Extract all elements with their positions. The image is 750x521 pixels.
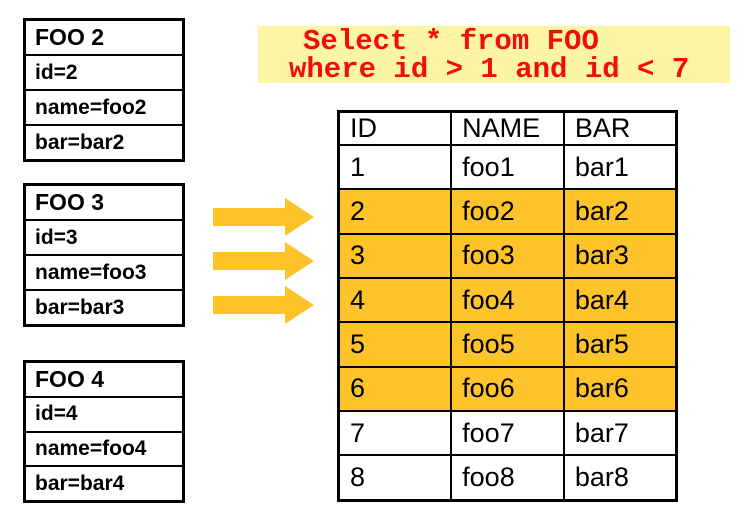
cell-name: foo8 (450, 454, 565, 502)
foo3-card: FOO 3 id=3 name=foo3 bar=bar3 (23, 183, 185, 327)
cell-name: foo5 (450, 321, 565, 368)
table-row: 4 foo4 bar4 (337, 277, 678, 324)
cell-name: foo2 (450, 188, 565, 235)
foo4-card-id: id=4 (26, 395, 182, 431)
sql-query-line-1: Select * from FOO (303, 25, 599, 58)
cell-name: foo3 (450, 232, 565, 280)
foo2-card-bar: bar=bar2 (26, 124, 182, 159)
cell-bar: bar6 (562, 365, 678, 413)
foo2-card-id: id=2 (26, 54, 182, 89)
cell-id: 7 (337, 410, 453, 457)
cell-name: foo6 (450, 365, 565, 413)
table-header-row: ID NAME BAR (337, 110, 678, 146)
cell-id: 2 (337, 188, 453, 235)
foo3-card-bar: bar=bar3 (26, 289, 182, 324)
cell-name: foo4 (450, 277, 565, 324)
table-row: 8 foo8 bar8 (337, 454, 678, 502)
table-row: 7 foo7 bar7 (337, 410, 678, 457)
foo3-card-name: name=foo3 (26, 254, 182, 289)
table-row: 5 foo5 bar5 (337, 321, 678, 368)
right-arrow-icon (213, 286, 314, 324)
cell-id: 8 (337, 454, 453, 502)
cell-name: foo7 (450, 410, 565, 457)
cell-bar: bar8 (562, 454, 678, 502)
table-row: 6 foo6 bar6 (337, 365, 678, 413)
cell-bar: bar2 (562, 188, 678, 235)
foo2-card-name: name=foo2 (26, 89, 182, 124)
sql-query-line-2: where id > 1 and id < 7 (289, 53, 690, 86)
right-arrow-icon (213, 198, 314, 236)
foo3-card-id: id=3 (26, 219, 182, 254)
cell-id: 5 (337, 321, 453, 368)
table-row: 1 foo1 bar1 (337, 143, 678, 191)
cell-bar: bar3 (562, 232, 678, 280)
foo2-card-title: FOO 2 (35, 24, 105, 50)
foo3-card-title: FOO 3 (35, 189, 105, 215)
cell-bar: bar4 (562, 277, 678, 324)
cell-id: 3 (337, 232, 453, 280)
sql-query-box: Select * from FOO where id > 1 and id < … (258, 25, 730, 86)
foo4-card-bar: bar=bar4 (26, 465, 182, 500)
table-row: 3 foo3 bar3 (337, 232, 678, 280)
column-header-id: ID (337, 110, 453, 146)
cell-id: 1 (337, 143, 453, 191)
cell-bar: bar7 (562, 410, 678, 457)
column-header-bar: BAR (562, 110, 678, 146)
result-table: ID NAME BAR 1 foo1 bar1 2 foo2 bar2 3 fo… (337, 110, 678, 502)
cell-bar: bar1 (562, 143, 678, 191)
foo4-card: FOO 4 id=4 name=foo4 bar=bar4 (23, 360, 185, 503)
table-row: 2 foo2 bar2 (337, 188, 678, 235)
cell-name: foo1 (450, 143, 565, 191)
right-arrow-icon (213, 242, 314, 280)
foo4-card-name: name=foo4 (26, 430, 182, 466)
foo2-card: FOO 2 id=2 name=foo2 bar=bar2 (23, 18, 185, 162)
cell-id: 6 (337, 365, 453, 413)
cell-id: 4 (337, 277, 453, 324)
foo4-card-title: FOO 4 (35, 365, 105, 392)
cell-bar: bar5 (562, 321, 678, 368)
column-header-name: NAME (450, 110, 565, 146)
